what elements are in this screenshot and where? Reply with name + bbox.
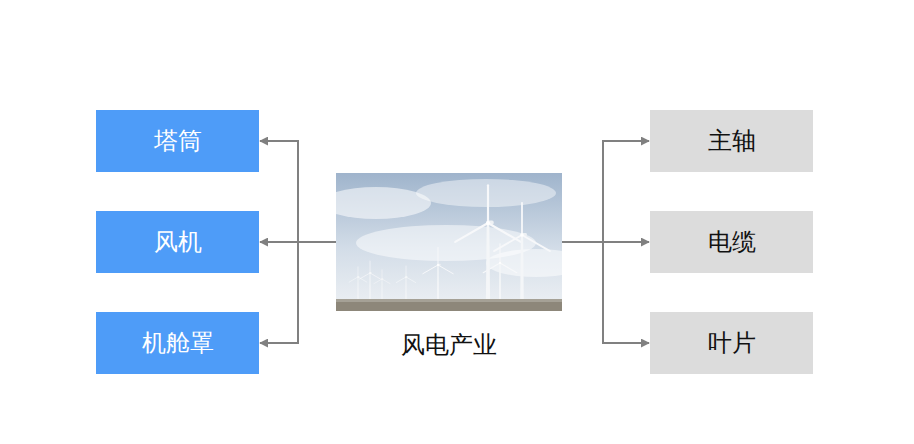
part-box: 电缆 (650, 211, 813, 273)
wind-farm-photo (336, 173, 562, 311)
node-label: 塔筒 (154, 124, 202, 158)
node-label: 机舱罩 (142, 326, 214, 360)
arrow-connector (260, 242, 336, 343)
node-label: 叶片 (708, 326, 756, 360)
arrow-connector (562, 141, 649, 242)
part-box: 主轴 (650, 110, 813, 172)
node-label: 主轴 (708, 124, 756, 158)
part-box: 机舱罩 (96, 312, 259, 374)
industry-node: 风电产业 (336, 173, 562, 363)
node-label: 电缆 (708, 225, 756, 259)
arrow-connector (562, 242, 649, 343)
part-box: 风机 (96, 211, 259, 273)
node-label: 风电产业 (397, 328, 501, 362)
part-box: 叶片 (650, 312, 813, 374)
node-label: 风机 (154, 225, 202, 259)
arrow-connector (260, 141, 336, 242)
part-box: 塔筒 (96, 110, 259, 172)
